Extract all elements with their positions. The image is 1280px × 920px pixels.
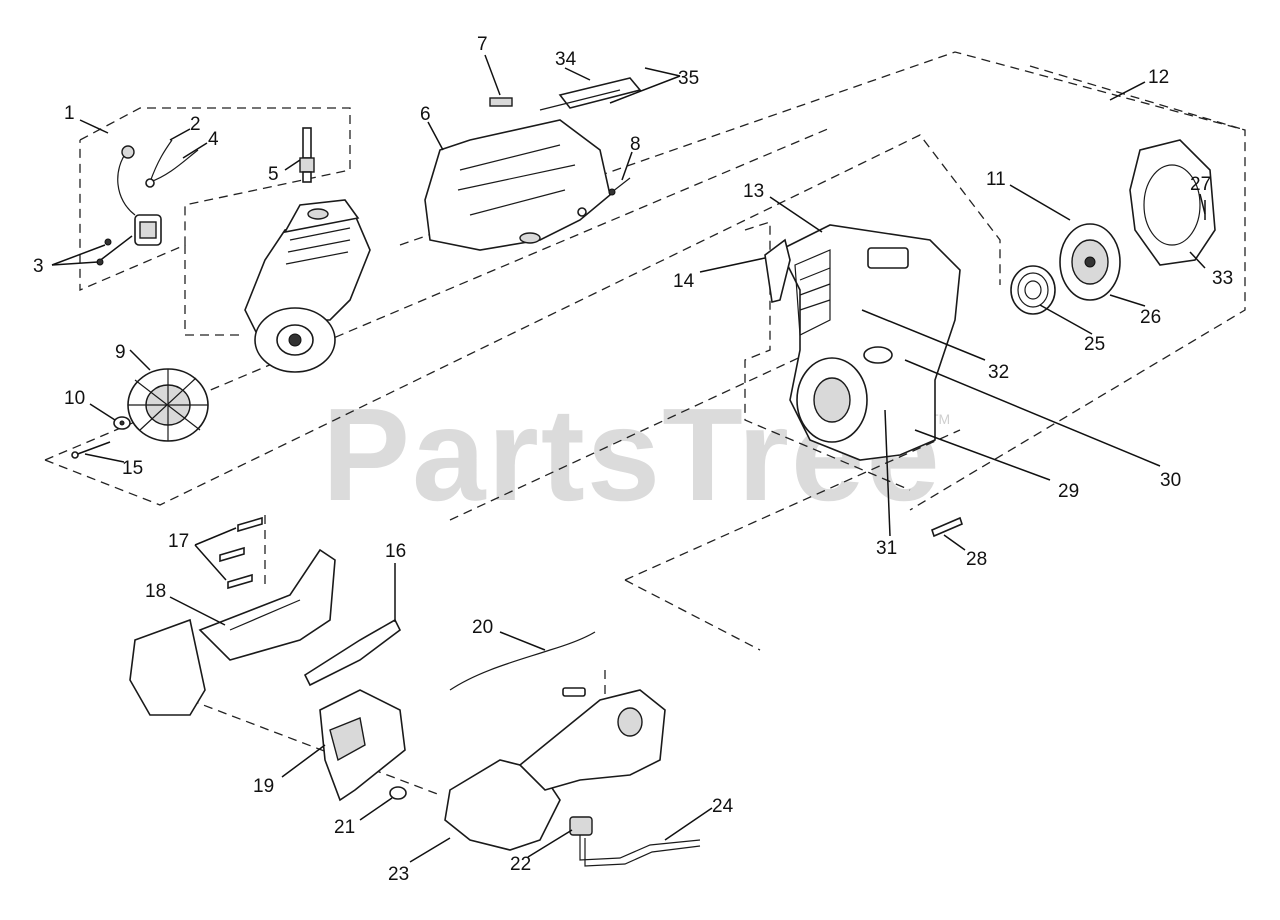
spark-plug xyxy=(299,127,315,183)
callout-12: 12 xyxy=(1148,67,1169,88)
callout-26: 26 xyxy=(1140,307,1161,328)
callout-numbers: 1 2 3 4 5 6 7 8 9 10 15 11 12 13 14 16 1… xyxy=(33,34,1233,885)
callout-25: 25 xyxy=(1084,334,1105,355)
callout-1: 1 xyxy=(64,103,75,124)
callout-4: 4 xyxy=(208,129,219,150)
callout-11: 11 xyxy=(986,169,1006,190)
leader-lines xyxy=(51,54,1206,863)
callout-20: 20 xyxy=(472,617,493,638)
callout-33: 33 xyxy=(1212,268,1233,289)
callout-14: 14 xyxy=(673,271,695,292)
callout-24: 24 xyxy=(712,796,734,817)
callout-21: 21 xyxy=(334,817,355,838)
callout-22: 22 xyxy=(510,854,531,875)
callout-28: 28 xyxy=(966,549,987,570)
label-strip xyxy=(539,77,642,111)
flywheel-bolt xyxy=(71,441,111,459)
rewind-spring xyxy=(1010,265,1056,315)
housing-screw xyxy=(931,516,963,538)
callout-35: 35 xyxy=(678,68,699,89)
shroud-screw xyxy=(608,177,631,196)
stop-switch-wires xyxy=(569,816,701,867)
callout-23: 23 xyxy=(388,864,409,885)
callout-19: 19 xyxy=(253,776,274,797)
callout-10: 10 xyxy=(64,388,85,409)
handle-half xyxy=(319,689,406,802)
callout-27: 27 xyxy=(1190,174,1211,195)
callout-16: 16 xyxy=(385,541,406,562)
callout-5: 5 xyxy=(268,164,279,185)
coil-screws xyxy=(96,235,133,266)
callout-8: 8 xyxy=(630,134,641,155)
callout-6: 6 xyxy=(420,104,431,125)
callout-13: 13 xyxy=(743,181,764,202)
handle-nut xyxy=(389,786,407,800)
warning-label xyxy=(489,97,513,107)
starter-housing xyxy=(1129,139,1216,266)
primer-bracket xyxy=(764,238,791,303)
callout-15: 15 xyxy=(122,458,143,479)
starter-pulley xyxy=(1059,223,1121,301)
callout-3: 3 xyxy=(33,256,44,277)
drive-shaft-housing xyxy=(444,687,666,851)
callout-30: 30 xyxy=(1160,470,1181,491)
callout-2: 2 xyxy=(190,114,201,135)
throttle-cable xyxy=(449,631,596,691)
engine-housing xyxy=(778,224,961,461)
callout-7: 7 xyxy=(477,34,488,55)
callout-29: 29 xyxy=(1058,481,1079,502)
callout-9: 9 xyxy=(115,342,126,363)
engine-cylinder xyxy=(244,199,371,373)
flywheel-washer xyxy=(113,416,131,430)
callout-18: 18 xyxy=(145,581,166,602)
engine-shroud xyxy=(424,119,611,251)
ignition-coil xyxy=(117,145,162,246)
callout-17: 17 xyxy=(168,531,189,552)
ground-wire xyxy=(145,139,199,188)
callout-31: 31 xyxy=(876,538,897,559)
handle-screws xyxy=(219,516,263,590)
throttle-trigger xyxy=(303,618,402,687)
flywheel xyxy=(127,368,209,442)
callout-34: 34 xyxy=(555,49,577,70)
rear-handle xyxy=(129,548,336,716)
callout-32: 32 xyxy=(988,362,1009,383)
